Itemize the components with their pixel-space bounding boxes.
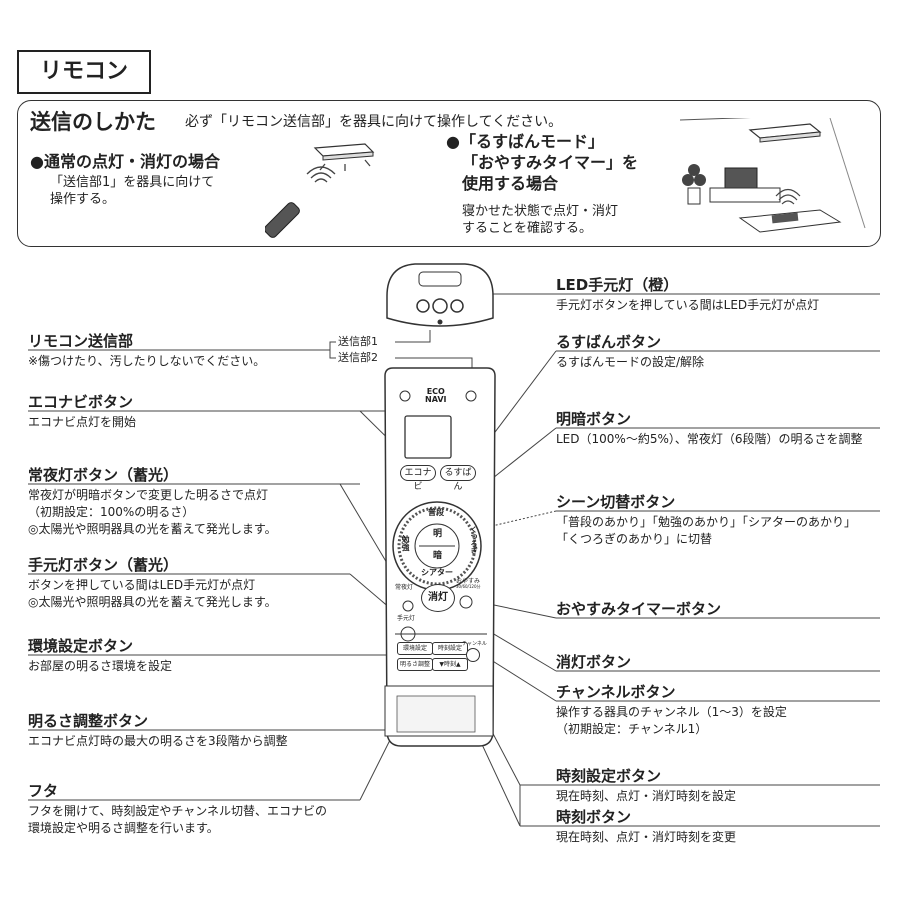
temoto-button[interactable] (400, 626, 414, 640)
callout-scene-label: シーン切替ボタン (556, 493, 676, 511)
callout-econavi-label: エコナビボタン (28, 393, 134, 411)
econavi-button[interactable]: エコナビ (400, 465, 436, 492)
callout-kankyo-label: 環境設定ボタン (28, 637, 134, 655)
callout-jikoku-settei-desc: 現在時刻、点灯・消灯時刻を設定 (556, 789, 737, 803)
callout-meian-label: 明暗ボタン (556, 410, 632, 428)
dial-right-label: くつろぎ (470, 526, 478, 554)
callout-futa-desc-1: フタを開けて、時刻設定やチャンネル切替、エコナビの (28, 804, 328, 818)
callout-akarusa-label: 明るさ調整ボタン (28, 712, 149, 730)
case2-title-3: 使用する場合 (462, 174, 559, 193)
dial-bottom-label: シアター (421, 568, 453, 577)
callout-econavi-desc: エコナビ点灯を開始 (28, 415, 137, 429)
dial-left-label: 勉強 (401, 535, 410, 551)
callout-shoto-label: 消灯ボタン (556, 653, 632, 671)
sender1-label: 送信部1 (338, 335, 378, 348)
callout-oyasumi-label: おやすみタイマーボタン (556, 600, 722, 618)
callout-sender-desc: ※傷つけたり、汚したりしないでください。 (28, 354, 266, 368)
dial-bright-button[interactable]: 明 (433, 529, 443, 539)
page-title: リモコン (17, 50, 151, 94)
howto-heading: 送信のしかた (30, 110, 156, 134)
callout-jikoku-label: 時刻ボタン (556, 808, 632, 826)
illustration-living-room (680, 118, 866, 233)
temoto-label: 手元灯 (397, 615, 416, 622)
howto-panel (17, 100, 881, 247)
callout-joyato-desc-3: ◎太陽光や照明器具の光を蓄えて発光します。 (28, 522, 277, 536)
callout-channel-desc-2: （初期設定：チャンネル1） (556, 722, 708, 736)
eco-text: ECO (426, 387, 445, 396)
callout-rusuban-desc: るすばんモードの設定/解除 (556, 355, 705, 369)
callout-led-desc: 手元灯ボタンを押している間はLED手元灯が点灯 (556, 298, 820, 312)
sender2-label: 送信部2 (338, 351, 378, 364)
case2-title-1: ●「るすばんモード」 (446, 132, 604, 151)
case1-desc-2: 操作する。 (50, 192, 116, 207)
callout-led-label: LED手元灯（橙） (556, 276, 679, 294)
case1-desc-1: 「送信部1」を器具に向けて (50, 175, 215, 190)
off-button[interactable]: 消灯 (421, 584, 455, 612)
callout-futa-desc-2: 環境設定や明るさ調整を行います。 (28, 821, 219, 835)
callout-scene-desc-1: 「普段のあかり」「勉強のあかり」「シアターのあかり」 (556, 515, 857, 529)
callout-channel-desc-1: 操作する器具のチャンネル（1〜3）を設定 (556, 705, 787, 719)
dial-top-label: 普段 (428, 508, 444, 517)
howto-subheading: 必ず「リモコン送信部」を器具に向けて操作してください。 (185, 114, 563, 130)
callout-jikoku-desc: 現在時刻、点灯・消灯時刻を変更 (556, 830, 737, 844)
callout-meian-desc: LED（100%〜約5%）、常夜灯（6段階）の明るさを調整 (556, 432, 863, 446)
callout-temoto-desc-1: ボタンを押している間はLED手元灯が点灯 (28, 578, 256, 592)
callout-sender-label: リモコン送信部 (28, 332, 134, 350)
oyasumi-sub-label: 30/60/120分 (456, 584, 481, 589)
callout-akarusa-desc: エコナビ点灯時の最大の明るさを3段階から調整 (28, 734, 288, 748)
kankyo-settei-button[interactable]: 環境設定 (397, 642, 433, 655)
oyasumi-timer-button[interactable] (460, 596, 472, 608)
jikoku-button[interactable]: ▼時刻▲ (432, 658, 468, 671)
case2-desc-1: 寝かせた状態で点灯・消灯 (462, 204, 619, 219)
callout-scene-desc-2: 「くつろぎのあかり」に切替 (556, 532, 713, 546)
callout-temoto-label: 手元灯ボタン（蓄光） (28, 556, 179, 574)
callout-joyato-label: 常夜灯ボタン（蓄光） (28, 466, 179, 484)
callout-channel-label: チャンネルボタン (556, 683, 676, 701)
case2-title-2: 「おやすみタイマー」を (462, 153, 639, 172)
navi-text: NAVI (425, 395, 447, 404)
callout-kankyo-desc: お部屋の明るさ環境を設定 (28, 659, 173, 673)
callout-jikoku-settei-label: 時刻設定ボタン (556, 767, 662, 785)
callout-joyato-desc-1: 常夜灯が明暗ボタンで変更した明るさで点灯 (28, 488, 269, 502)
callout-temoto-desc-2: ◎太陽光や照明器具の光を蓄えて発光します。 (28, 595, 277, 609)
callout-rusuban-label: るすばんボタン (556, 333, 662, 351)
joyato-label: 常夜灯 (395, 584, 414, 591)
jikoku-settei-button[interactable]: 時刻設定 (432, 642, 468, 655)
eco-navi-logo: ECO NAVI (425, 388, 447, 404)
illustration-pointing-remote (265, 143, 375, 238)
case2-desc-2: することを確認する。 (462, 221, 593, 236)
callout-futa-label: フタ (28, 782, 59, 800)
callout-joyato-desc-2: （初期設定：100%の明るさ） (28, 505, 195, 519)
akarusa-chosei-button[interactable]: 明るさ調整 (397, 658, 433, 671)
case1-title: ●通常の点灯・消灯の場合 (30, 152, 220, 171)
rusuban-button[interactable]: るすばん (440, 465, 476, 492)
case2-title: ●「るすばんモード」 「おやすみタイマー」を 使用する場合 (446, 131, 638, 194)
dial-dark-button[interactable]: 暗 (433, 551, 443, 561)
oyasumi-label: おやすみ (456, 578, 481, 585)
channel-button[interactable] (466, 648, 480, 662)
joyato-button[interactable] (400, 600, 412, 612)
channel-label: チャンネル (462, 641, 487, 647)
